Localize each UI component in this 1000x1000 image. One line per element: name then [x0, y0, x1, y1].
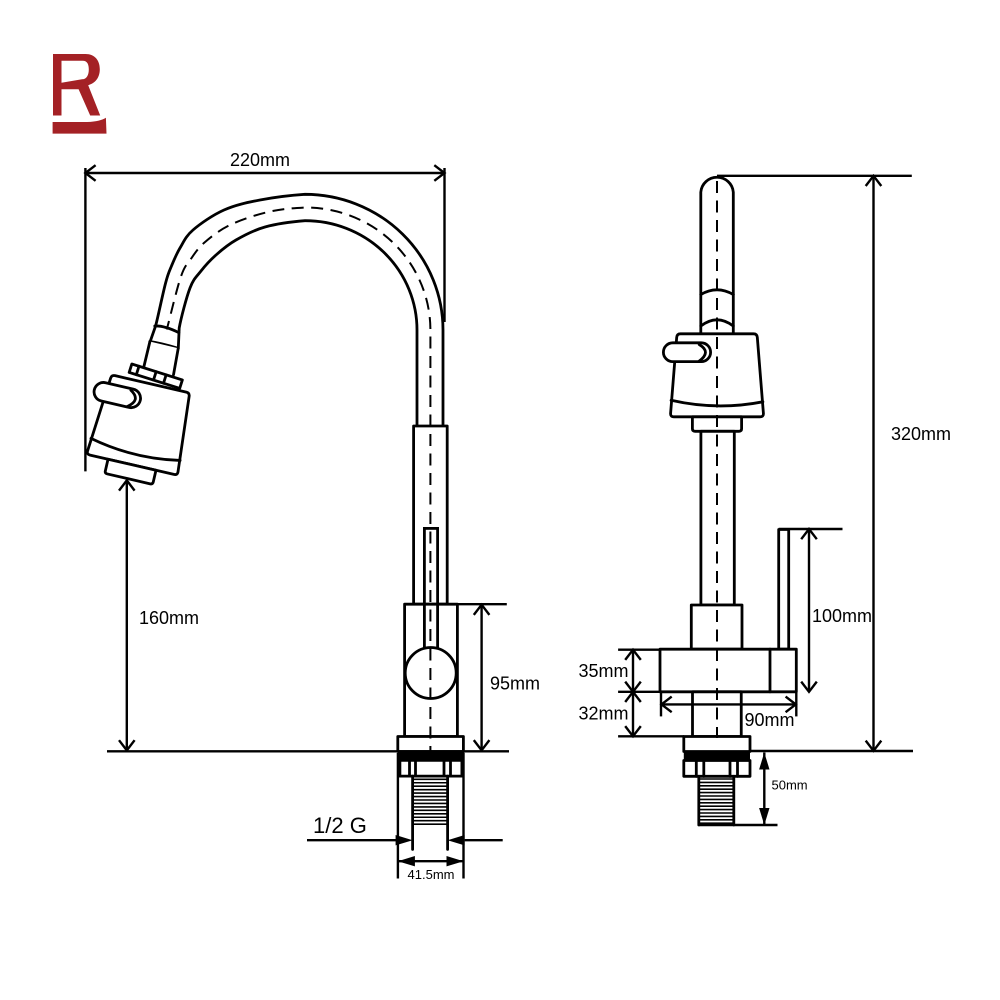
svg-text:160mm: 160mm	[139, 608, 199, 628]
svg-text:35mm: 35mm	[578, 661, 628, 681]
svg-text:1/2 G: 1/2 G	[313, 813, 367, 838]
svg-text:220mm: 220mm	[230, 150, 290, 170]
svg-text:50mm: 50mm	[772, 778, 808, 793]
svg-text:41.5mm: 41.5mm	[408, 867, 455, 882]
svg-text:32mm: 32mm	[578, 703, 628, 723]
svg-text:100mm: 100mm	[812, 606, 872, 626]
svg-text:320mm: 320mm	[891, 424, 951, 444]
svg-text:90mm: 90mm	[745, 710, 795, 730]
svg-text:95mm: 95mm	[490, 674, 540, 694]
